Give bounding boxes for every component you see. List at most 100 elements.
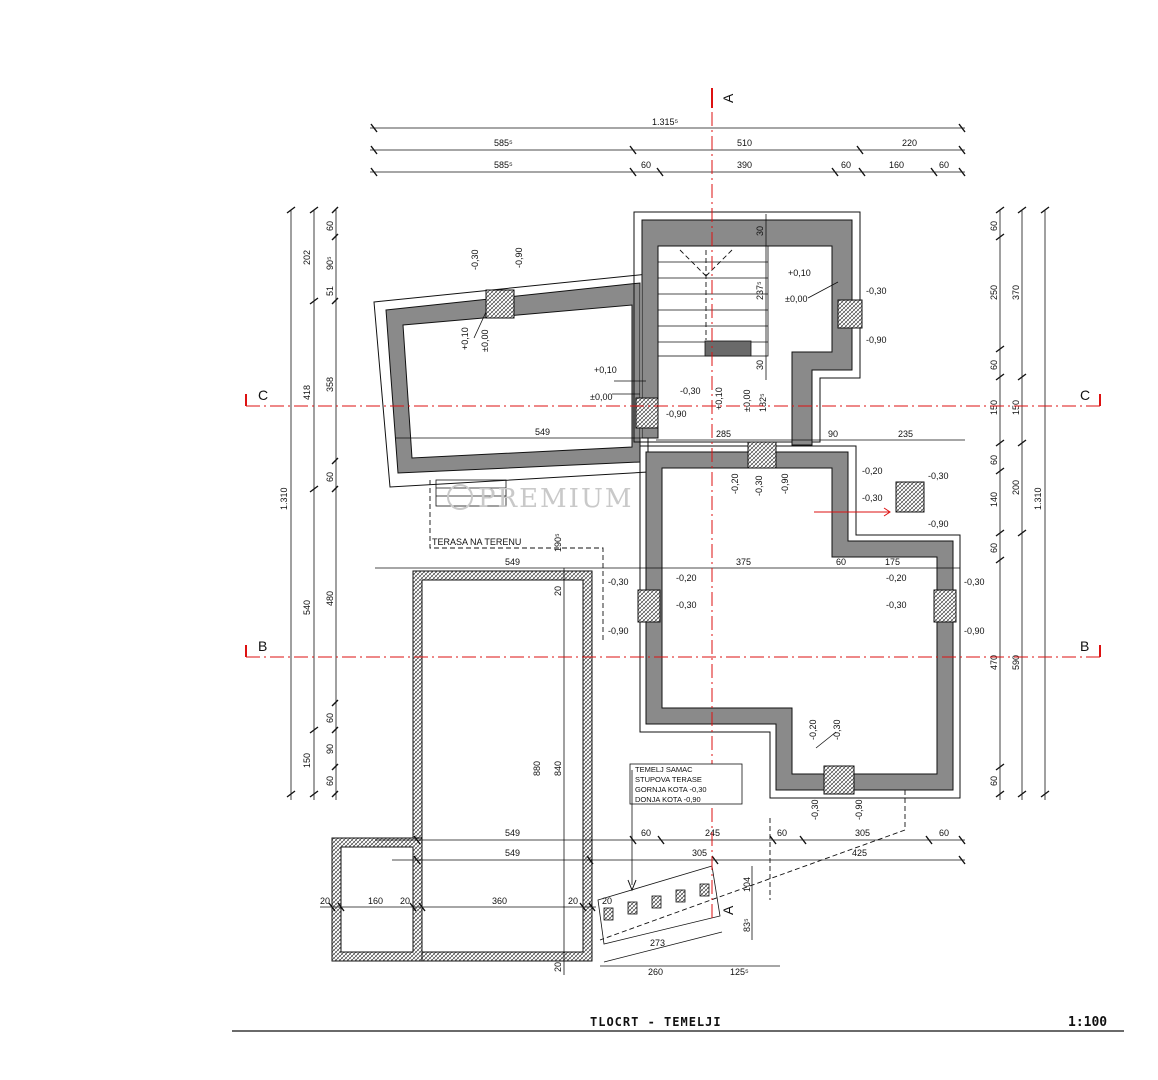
- dim-bottom-305b: 305: [692, 848, 707, 858]
- section-label-a-bottom: A: [720, 905, 736, 915]
- staircase: [657, 245, 769, 357]
- dim-bottom-60b: 60: [777, 828, 787, 838]
- section-label-c-left: C: [258, 387, 268, 403]
- foundation-note: TEMELJ SAMAC STUPOVA TERASE GORNJA KOTA …: [627, 763, 743, 892]
- level-mark: -0,90: [928, 519, 949, 529]
- level-mark: ±0,00: [590, 392, 612, 402]
- dim-left-540: 540: [302, 600, 312, 615]
- bottom-dimensions: 549 60 245 60 305 60 549 305 425 20 160 …: [320, 828, 966, 912]
- level-mark: ±0,00: [785, 294, 807, 304]
- dim-right-60c: 60: [989, 455, 999, 465]
- dim-549-pool-top: 549: [505, 557, 520, 567]
- section-label-a-top: A: [720, 93, 736, 103]
- level-mark: +0,10: [594, 365, 617, 375]
- terrace-label: TERASA NA TERENU: [432, 537, 521, 547]
- dim-left-150: 150: [302, 753, 312, 768]
- level-mark: -0,90: [780, 473, 790, 494]
- level-mark: -0,20: [676, 573, 697, 583]
- dim-right-370: 370: [1011, 285, 1021, 300]
- dim-bottom-20c: 20: [568, 896, 578, 906]
- level-mark: -0,20: [886, 573, 907, 583]
- note-line-1: TEMELJ SAMAC: [635, 765, 693, 774]
- foundation-pad: [933, 589, 957, 623]
- dim-30-top: 30: [755, 226, 765, 236]
- title-block: TLOCRT - TEMELJI 1:100: [232, 1015, 1124, 1032]
- dim-20-pool-top: 20: [553, 586, 563, 596]
- dim-840: 840: [553, 761, 563, 776]
- watermark-text: PREMIUM: [478, 484, 633, 514]
- dim-top-60c: 60: [939, 160, 949, 170]
- top-dimensions: 1.315⁵ 585⁵ 510 220 585⁵ 60 390 60 160 6…: [370, 117, 966, 177]
- dim-left-358: 358: [325, 377, 335, 392]
- dim-bottom-245: 245: [705, 828, 720, 838]
- note-line-4: DONJA KOTA -0,90: [635, 795, 701, 804]
- dim-overall-width: 1.315⁵: [652, 117, 679, 127]
- note-line-3: GORNJA KOTA -0,30: [635, 785, 707, 794]
- dim-60-room: 60: [836, 557, 846, 567]
- dim-bottom-549a: 549: [505, 828, 520, 838]
- dim-left-90: 90⁵: [325, 256, 335, 270]
- interior-dimensions: 549 549 375 60 175 285 90 235 237⁵ 30 30…: [375, 214, 965, 977]
- dim-83: 83⁵: [742, 918, 752, 932]
- level-mark: -0,20: [862, 466, 883, 476]
- dim-top-60a: 60: [641, 160, 651, 170]
- level-mark: -0,20: [730, 473, 740, 494]
- dim-top-60b: 60: [841, 160, 851, 170]
- foundation-pad: [637, 589, 661, 623]
- foundation-pad: [485, 289, 515, 319]
- dim-bottom-20d: 20: [602, 896, 612, 906]
- dim-top-160: 160: [889, 160, 904, 170]
- dim-375: 375: [736, 557, 751, 567]
- pool-foundation: [331, 570, 593, 962]
- dim-235: 235: [898, 429, 913, 439]
- level-mark: -0,30: [608, 577, 629, 587]
- dim-bottom-20b: 20: [400, 896, 410, 906]
- dim-top-220: 220: [902, 138, 917, 148]
- level-mark: ±0,00: [480, 330, 490, 352]
- dim-right-150: 150: [989, 400, 999, 415]
- dim-left-60a: 60: [325, 221, 335, 231]
- level-mark: -0,30: [832, 719, 842, 740]
- dim-left-202: 202: [302, 250, 312, 265]
- foundation-pad: [895, 481, 925, 513]
- level-mark: -0,90: [866, 335, 887, 345]
- level-mark: -0,30: [886, 600, 907, 610]
- level-mark: -0,90: [666, 409, 687, 419]
- dim-overall-height-right: 1.310: [1033, 487, 1043, 510]
- level-mark: -0,30: [862, 493, 883, 503]
- terrace-pads: [603, 883, 710, 921]
- dim-top-585b: 585⁵: [494, 160, 513, 170]
- level-mark: -0,90: [608, 626, 629, 636]
- dim-bottom-305a: 305: [855, 828, 870, 838]
- dim-237: 237⁵: [755, 281, 765, 300]
- dim-left-60c: 60: [325, 713, 335, 723]
- level-mark: -0,30: [928, 471, 949, 481]
- dim-285: 285: [716, 429, 731, 439]
- dim-right-470: 470: [989, 655, 999, 670]
- section-label-b-right: B: [1080, 638, 1089, 654]
- level-mark: +0,10: [460, 327, 470, 350]
- dim-bottom-425: 425: [852, 848, 867, 858]
- foundation-pad: [823, 765, 855, 795]
- level-mark: -0,30: [754, 475, 764, 496]
- dim-left-60b: 60: [325, 472, 335, 482]
- foundation-pad: [635, 397, 659, 429]
- foundation-walls: [373, 211, 961, 799]
- dim-125: 125⁵: [730, 967, 749, 977]
- level-mark: -0,30: [964, 577, 985, 587]
- dim-left-51: 51: [325, 286, 335, 296]
- level-mark: -0,30: [866, 286, 887, 296]
- dim-right-60e: 60: [989, 776, 999, 786]
- dim-bottom-160: 160: [368, 896, 383, 906]
- level-mark: ±0,00: [742, 390, 752, 412]
- dim-20-pool-bottom: 20: [553, 962, 563, 972]
- level-mark: +0,10: [714, 387, 724, 410]
- dim-left-480: 480: [325, 591, 335, 606]
- level-mark: +0,10: [788, 268, 811, 278]
- dim-30-mid: 30: [755, 360, 765, 370]
- section-label-c-right: C: [1080, 387, 1090, 403]
- level-mark: -0,20: [808, 719, 818, 740]
- dim-bottom-20a: 20: [320, 896, 330, 906]
- section-lines: A A C C B B: [245, 88, 1101, 920]
- watermark: PREMIUM: [447, 484, 633, 514]
